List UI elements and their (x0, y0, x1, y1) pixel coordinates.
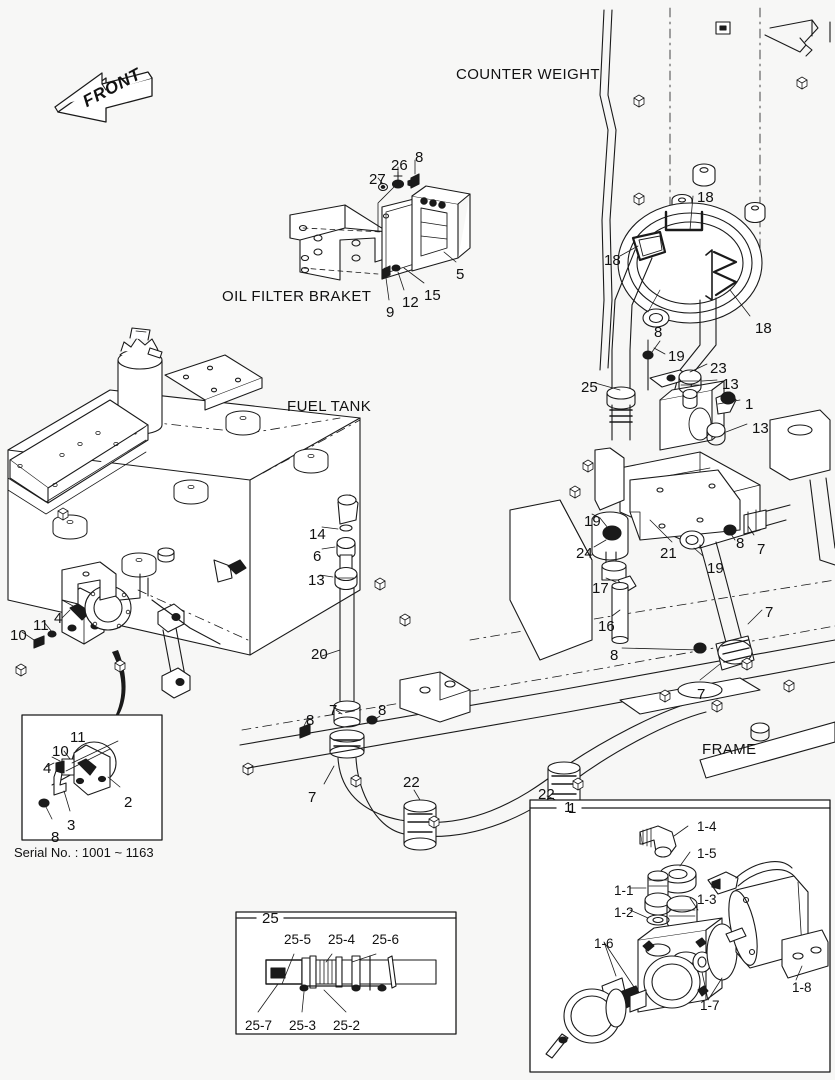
left-pump-detail (21, 561, 191, 726)
section-label-oil-filter-braket: OIL FILTER BRAKET (222, 288, 372, 305)
serial-callout-5: 8 (51, 829, 60, 846)
callout-18-7: 18 (697, 189, 714, 206)
pump-callout-5: 1-6 (594, 936, 614, 951)
callout-13-13: 13 (722, 376, 739, 393)
serial-caption: Serial No. : 1001 ~ 1163 (14, 845, 154, 860)
callout-8-34: 8 (378, 702, 387, 719)
hose-callout-4: 25-3 (289, 1018, 317, 1033)
callout-8-10: 8 (654, 324, 663, 341)
pump-callout-7: 1-8 (792, 980, 812, 995)
callout-17-26: 17 (592, 580, 609, 597)
callout-11-39: 11 (33, 617, 49, 634)
callout-8-24: 8 (736, 535, 745, 552)
callout-27-2: 27 (369, 171, 386, 188)
callout-8-1: 8 (415, 149, 424, 166)
pump-callout-1: 1-5 (697, 846, 717, 861)
callout-22-36: 22 (403, 774, 420, 791)
callout-5-3: 5 (456, 266, 465, 283)
callout-6-18: 6 (313, 548, 322, 565)
inset-hose-box (235, 911, 457, 1035)
callout-9-4: 9 (386, 304, 395, 321)
filter-column-assembly (57, 447, 791, 681)
inset-pump-box (529, 799, 831, 1073)
callout-19-20: 19 (584, 513, 601, 530)
pump-callout-6: 1-7 (700, 998, 720, 1013)
oil-filter-bracket-assembly (289, 159, 471, 301)
fuel-line-20 (242, 587, 707, 851)
callout-20-31: 20 (311, 646, 328, 663)
callout-10-38: 10 (10, 627, 27, 644)
hose-callout-5: 25-2 (333, 1018, 361, 1033)
serial-callout-1: 10 (52, 743, 69, 760)
callout-21-22: 21 (660, 545, 677, 562)
section-label-fuel-tank: FUEL TANK (287, 398, 372, 415)
section-label-counter-weight: COUNTER WEIGHT (456, 66, 600, 83)
callout-1-41: 1 (568, 800, 577, 817)
callout-7-35: 7 (308, 789, 317, 806)
pump-callout-4: 1-2 (614, 905, 634, 920)
callout-18-8: 18 (604, 252, 621, 269)
pump-callout-0: 1-4 (697, 819, 717, 834)
callout-1-14: 1 (745, 396, 754, 413)
callout-18-9: 18 (755, 320, 772, 337)
callout-23-12: 23 (710, 360, 727, 377)
callout-13-15: 13 (752, 420, 769, 437)
hose-callout-2: 25-6 (372, 932, 400, 947)
fuel-tank (7, 327, 361, 656)
callout-7-33: 7 (329, 702, 338, 719)
callout-24-21: 24 (576, 545, 593, 562)
pump-callout-2: 1-1 (614, 883, 634, 898)
callout-7-28: 7 (765, 604, 774, 621)
callout-16-27: 16 (598, 618, 615, 635)
serial-callout-3: 2 (124, 794, 133, 811)
hose-callout-0: 25-5 (284, 932, 312, 947)
inset-pump-box-label: 1 (564, 799, 573, 816)
callout-19-23: 19 (707, 560, 724, 577)
front-arrow-icon (54, 71, 153, 123)
pump-body-assembly (594, 195, 751, 451)
callout-19-11: 19 (668, 348, 685, 365)
hose-coil-assembly (606, 202, 763, 441)
serial-callout-0: 11 (70, 729, 86, 746)
serial-callout-2: 4 (43, 760, 52, 777)
serial-callout-4: 3 (67, 817, 76, 834)
callout-22-37: 22 (538, 786, 555, 803)
callout-8-30: 8 (610, 647, 619, 664)
inset-hose-box-label: 25 (262, 910, 279, 927)
hose-callout-3: 25-7 (245, 1018, 273, 1033)
pump-callout-3: 1-3 (697, 892, 717, 907)
callout-15-6: 15 (424, 287, 441, 304)
section-label-frame: FRAME (702, 741, 757, 758)
inset-serial-box (21, 714, 163, 841)
callout-7-29: 7 (697, 686, 706, 703)
callout-13-19: 13 (308, 572, 325, 589)
hose-callout-1: 25-4 (328, 932, 356, 947)
callout-8-32: 8 (306, 712, 315, 729)
callout-12-5: 12 (402, 294, 419, 311)
callout-4-40: 4 (54, 610, 63, 627)
callout-25-16: 25 (581, 379, 598, 396)
callout-26-0: 26 (391, 157, 408, 174)
callout-7-25: 7 (757, 541, 766, 558)
callout-14-17: 14 (309, 526, 326, 543)
